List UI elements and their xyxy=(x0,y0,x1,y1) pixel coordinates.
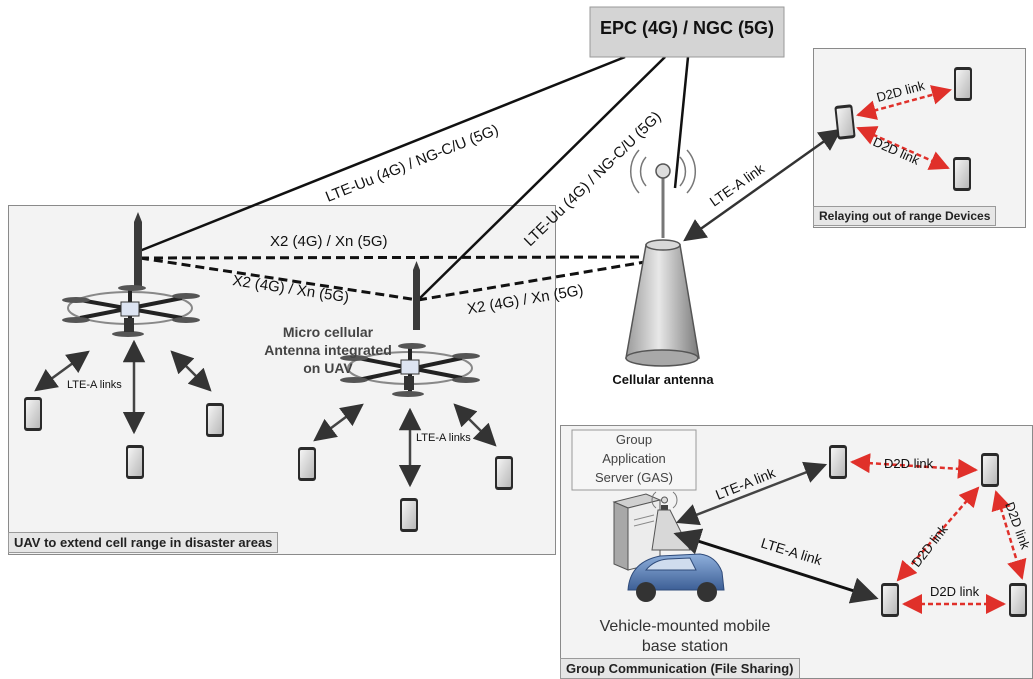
uav-right-phone-1 xyxy=(298,447,316,481)
uav-right-phone-3 xyxy=(495,456,513,490)
uu-link-right xyxy=(417,56,666,301)
d2d-group-diag-label: D2D link xyxy=(909,522,951,570)
x2-links xyxy=(139,255,646,302)
lte-a-relay-line xyxy=(683,128,842,242)
uav-left-phone-2 xyxy=(126,445,144,479)
relay-phone-bottom xyxy=(953,157,971,191)
x2-mid-line xyxy=(139,256,419,302)
cellular-antenna-label: Cellular antenna xyxy=(612,372,714,387)
relay-phone-main xyxy=(834,104,856,140)
core-box xyxy=(589,6,785,58)
uav-panel-caption: UAV to extend cell range in disaster are… xyxy=(8,532,279,553)
uav-right-icon xyxy=(340,261,480,397)
uav-left-phone-1 xyxy=(24,397,42,431)
d2d-group-bottom-label: D2D link xyxy=(930,584,980,599)
relay-phone-top xyxy=(954,67,972,101)
x2-right-label: X2 (4G) / Xn (5G) xyxy=(466,282,585,318)
lte-a-links-right-label: LTE-A links xyxy=(416,432,471,444)
uav-left-icon xyxy=(62,212,200,337)
x2-top-line xyxy=(139,255,646,260)
d2d-relay-top-label: D2D link xyxy=(875,78,927,105)
uav-right-phone-2 xyxy=(400,498,418,532)
uav-annotation-line-2: Antenna integrated xyxy=(264,342,392,358)
core-label: EPC (4G) / NGC (5G) xyxy=(599,18,774,38)
d2d-group-top-label: D2D link xyxy=(884,456,934,471)
uav-left-phone-3 xyxy=(206,403,224,437)
x2-top-label: X2 (4G) / Xn (5G) xyxy=(270,233,388,250)
group-phone-top-left xyxy=(829,445,847,479)
cellular-antenna-icon xyxy=(625,149,700,367)
core-links xyxy=(136,55,690,301)
group-lte-a-line-1 xyxy=(675,461,828,526)
gas-box xyxy=(571,429,697,491)
core-antenna-link xyxy=(673,56,690,189)
gas-line-3: Server (GAS) xyxy=(594,470,673,485)
x2-right-line xyxy=(417,260,646,302)
lte-a-links-left-label: LTE-A links xyxy=(67,379,122,391)
group-phone-bottom-left xyxy=(881,583,899,617)
x2-mid-label: X2 (4G) / Xn (5G) xyxy=(231,272,350,306)
uav-annotation-line-3: on UAV xyxy=(303,360,353,376)
group-lte-a-line-2 xyxy=(673,528,879,604)
uu-link-left xyxy=(136,55,626,254)
relay-panel-caption: Relaying out of range Devices xyxy=(813,206,997,226)
group-phone-top-right xyxy=(981,453,999,487)
uu-link-left-label: LTE-Uu (4G) / NG-C/U (5G) xyxy=(323,121,501,205)
relay-d2d-bottom-line xyxy=(856,126,950,170)
d2d-relay-bottom-label: D2D link xyxy=(871,134,922,168)
group-phone-bottom-right xyxy=(1009,583,1027,617)
vehicle-label-line-2: base station xyxy=(641,638,729,655)
gas-line-1: Group xyxy=(615,432,653,447)
uav-annotation-line-1: Micro cellular xyxy=(282,324,374,340)
server-icon xyxy=(612,493,662,571)
vehicle-label-line-1: Vehicle-mounted mobile xyxy=(599,618,771,635)
gas-line-2: Application xyxy=(602,451,666,466)
